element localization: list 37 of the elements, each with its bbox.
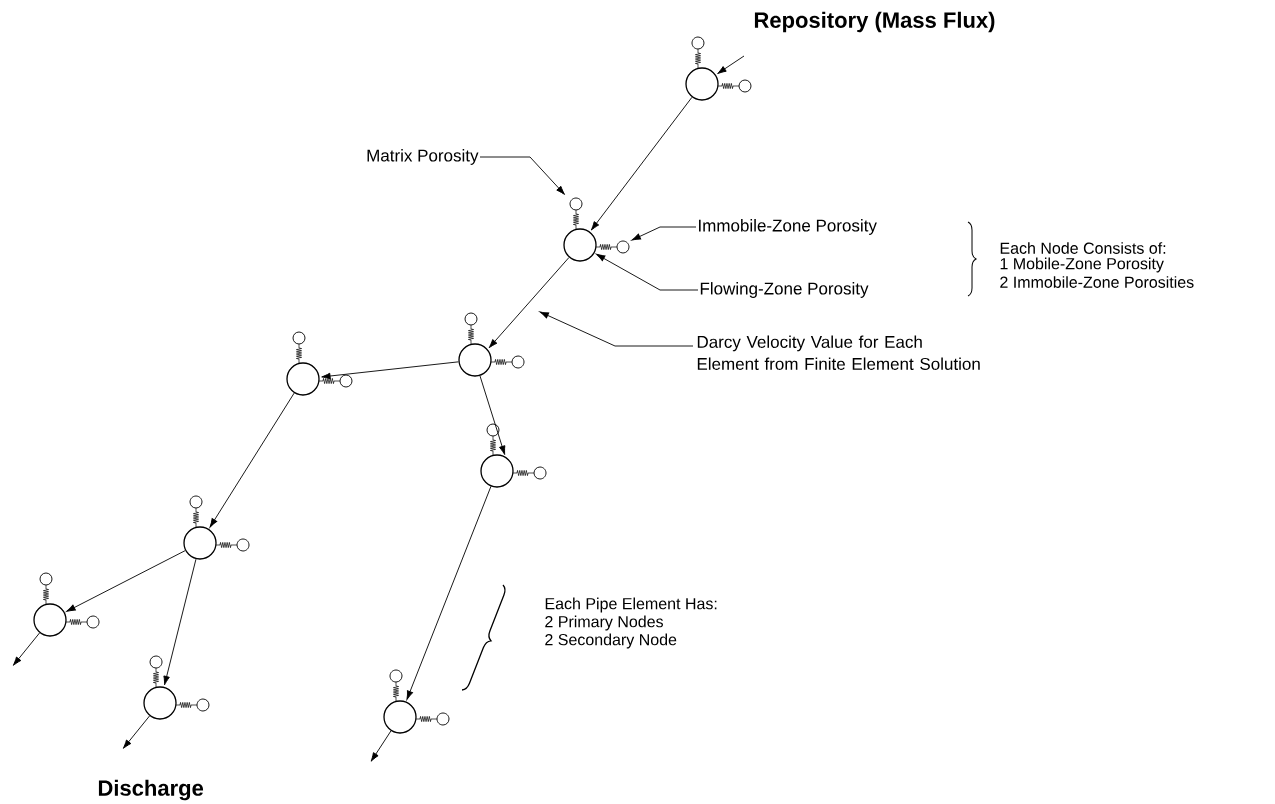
pipe-arrow xyxy=(163,558,197,686)
outflow-arrow xyxy=(370,730,392,762)
pipe-arrow xyxy=(321,361,459,380)
outflow-arrow xyxy=(122,715,150,749)
node-circle xyxy=(458,343,492,377)
pipe-arrow xyxy=(488,257,570,349)
leader-line xyxy=(479,156,565,195)
pipe-arrow xyxy=(209,392,295,528)
node-circle xyxy=(685,67,719,101)
note-text: Each Node Consists of: xyxy=(1000,242,1166,254)
callout-text: Matrix Porosity xyxy=(367,149,479,165)
node-circle xyxy=(33,603,67,637)
pipe-arrow xyxy=(406,486,492,700)
note-text: 1 Mobile-Zone Porosity xyxy=(1000,257,1164,273)
note-text: 2 Immobile-Zone Porosities xyxy=(1000,276,1194,288)
node-circle xyxy=(563,228,597,262)
node-circle xyxy=(183,526,217,560)
pipe-arrow xyxy=(479,375,506,455)
pipe-arrow xyxy=(590,96,693,231)
note-text: Each Pipe Element Has: xyxy=(545,597,717,613)
title-text: Repository (Mass Flux) xyxy=(754,11,995,33)
callout-text: Darcy Velocity Value for Each Element from Finite Element Solution xyxy=(697,335,980,370)
node-circle xyxy=(480,454,514,488)
note-text: 2 Primary Nodes xyxy=(545,615,663,631)
inflow-arrow xyxy=(717,55,745,74)
callout-text: Flowing-Zone Porosity xyxy=(700,282,869,298)
discharge-label: Discharge xyxy=(98,779,204,801)
leader-line xyxy=(539,311,694,347)
callout-text: Immobile-Zone Porosity xyxy=(699,219,877,235)
node-circle xyxy=(286,362,320,396)
node-circle xyxy=(143,686,177,720)
pipe-arrow xyxy=(66,550,186,612)
note-text: 2 Secondary Node xyxy=(545,633,677,649)
leader-line xyxy=(631,226,697,241)
leader-line xyxy=(595,253,699,291)
node-circle xyxy=(383,700,417,734)
outflow-arrow xyxy=(12,632,40,666)
